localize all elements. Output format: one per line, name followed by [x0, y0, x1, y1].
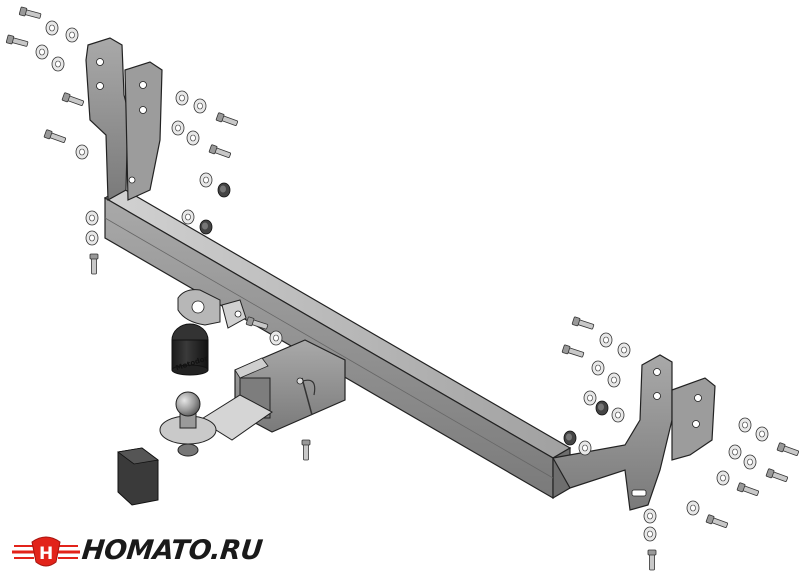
right-bracket	[552, 354, 716, 511]
tow-ball	[175, 391, 201, 429]
left-bracket	[85, 37, 163, 202]
brand-name: HOMATO.RU	[80, 535, 264, 566]
ball-mount	[159, 394, 273, 457]
svg-text:H: H	[39, 544, 53, 564]
socket-plate	[177, 289, 247, 329]
receiver-plug	[117, 447, 159, 506]
brand-logo: H	[12, 536, 80, 567]
ball-cover: Motodor	[171, 323, 209, 376]
hitch-pin	[296, 377, 316, 416]
brand-emblem-icon: H	[12, 536, 80, 567]
top-left-bolts	[5, 6, 89, 160]
